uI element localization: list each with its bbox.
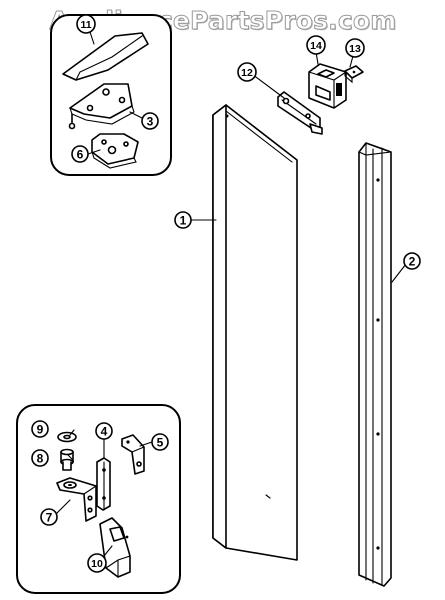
inset-bottom-hinge (16, 404, 181, 594)
svg-text:8: 8 (37, 452, 44, 466)
door-stop-part (277, 91, 323, 135)
svg-text:13: 13 (349, 43, 361, 55)
callouts: 1 2 3 4 5 6 7 (31, 14, 421, 573)
trim-strip-part (358, 142, 392, 587)
callout-5: 5 (151, 433, 169, 451)
washer-part (57, 431, 77, 443)
callout-13: 13 (345, 38, 365, 58)
hinge-cam-part (99, 517, 131, 578)
callout-9: 9 (31, 420, 49, 438)
bottom-hinge-part (56, 477, 97, 522)
callout-12: 12 (237, 62, 257, 82)
callout-2: 2 (403, 252, 421, 270)
callout-14: 14 (306, 35, 326, 55)
svg-text:4: 4 (101, 425, 108, 439)
svg-text:1: 1 (180, 214, 187, 228)
svg-text:14: 14 (310, 40, 322, 52)
hinge-spacer-part (96, 457, 111, 511)
callout-3: 3 (141, 112, 159, 130)
door-panel-part (212, 104, 298, 561)
callout-1: 1 (174, 211, 192, 229)
hinge-cover-part (62, 32, 149, 81)
svg-text:6: 6 (77, 148, 84, 162)
inset-top-hinge (50, 14, 172, 176)
callout-4: 4 (95, 422, 113, 440)
hinge-bracket-part (91, 133, 139, 169)
svg-text:7: 7 (46, 511, 53, 525)
svg-text:3: 3 (147, 115, 154, 129)
svg-text:2: 2 (409, 255, 416, 269)
hinge-plate-part (68, 83, 135, 130)
callout-8: 8 (31, 449, 49, 467)
svg-text:12: 12 (241, 67, 253, 79)
hinge-pin-part (60, 448, 74, 471)
callout-10: 10 (87, 553, 107, 573)
svg-text:9: 9 (37, 423, 44, 437)
svg-text:5: 5 (157, 436, 164, 450)
callout-6: 6 (71, 145, 89, 163)
callout-7: 7 (40, 508, 58, 526)
door-closer-part (121, 434, 145, 475)
hinge-block-part (308, 63, 347, 109)
svg-text:10: 10 (91, 558, 103, 570)
svg-text:11: 11 (80, 19, 91, 31)
callout-11: 11 (76, 14, 96, 34)
hinge-clip-part (344, 65, 364, 84)
